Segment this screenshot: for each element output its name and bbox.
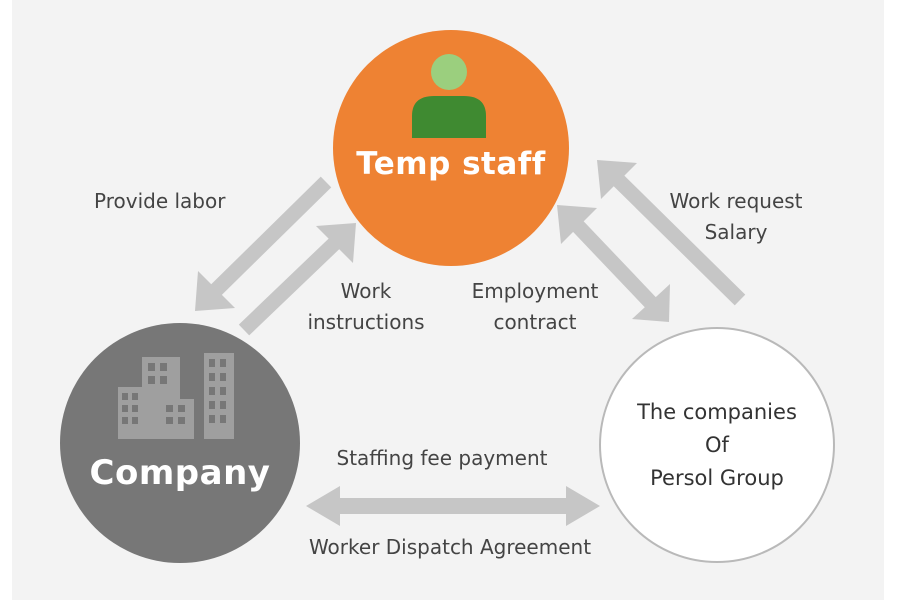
node-persol-group-label: The companies Of Persol Group — [637, 399, 797, 490]
label-work-request-salary: Work request Salary — [669, 189, 803, 244]
node-company-label: Company — [89, 453, 271, 493]
buildings-icon — [118, 353, 234, 439]
label-employment-contract: Employment contract — [471, 279, 599, 334]
label-staffing-fee-payment: Staffing fee payment — [336, 446, 548, 470]
label-provide-labor: Provide labor — [94, 189, 226, 213]
node-company: Company — [60, 323, 300, 563]
node-persol-group: The companies Of Persol Group — [599, 327, 835, 563]
arrow-work-instructions — [238, 223, 356, 336]
arrow-employment-contract — [557, 205, 670, 322]
person-icon — [412, 54, 486, 138]
label-worker-dispatch-agreement: Worker Dispatch Agreement — [308, 535, 592, 559]
label-work-instructions: Work instructions — [307, 279, 425, 334]
arrow-work-request — [597, 160, 746, 306]
node-temp-staff-label: Temp staff — [356, 146, 546, 182]
arrow-dispatch-agreement — [306, 486, 600, 526]
node-temp-staff: Temp staff — [333, 30, 569, 266]
arrow-provide-labor — [195, 176, 332, 311]
